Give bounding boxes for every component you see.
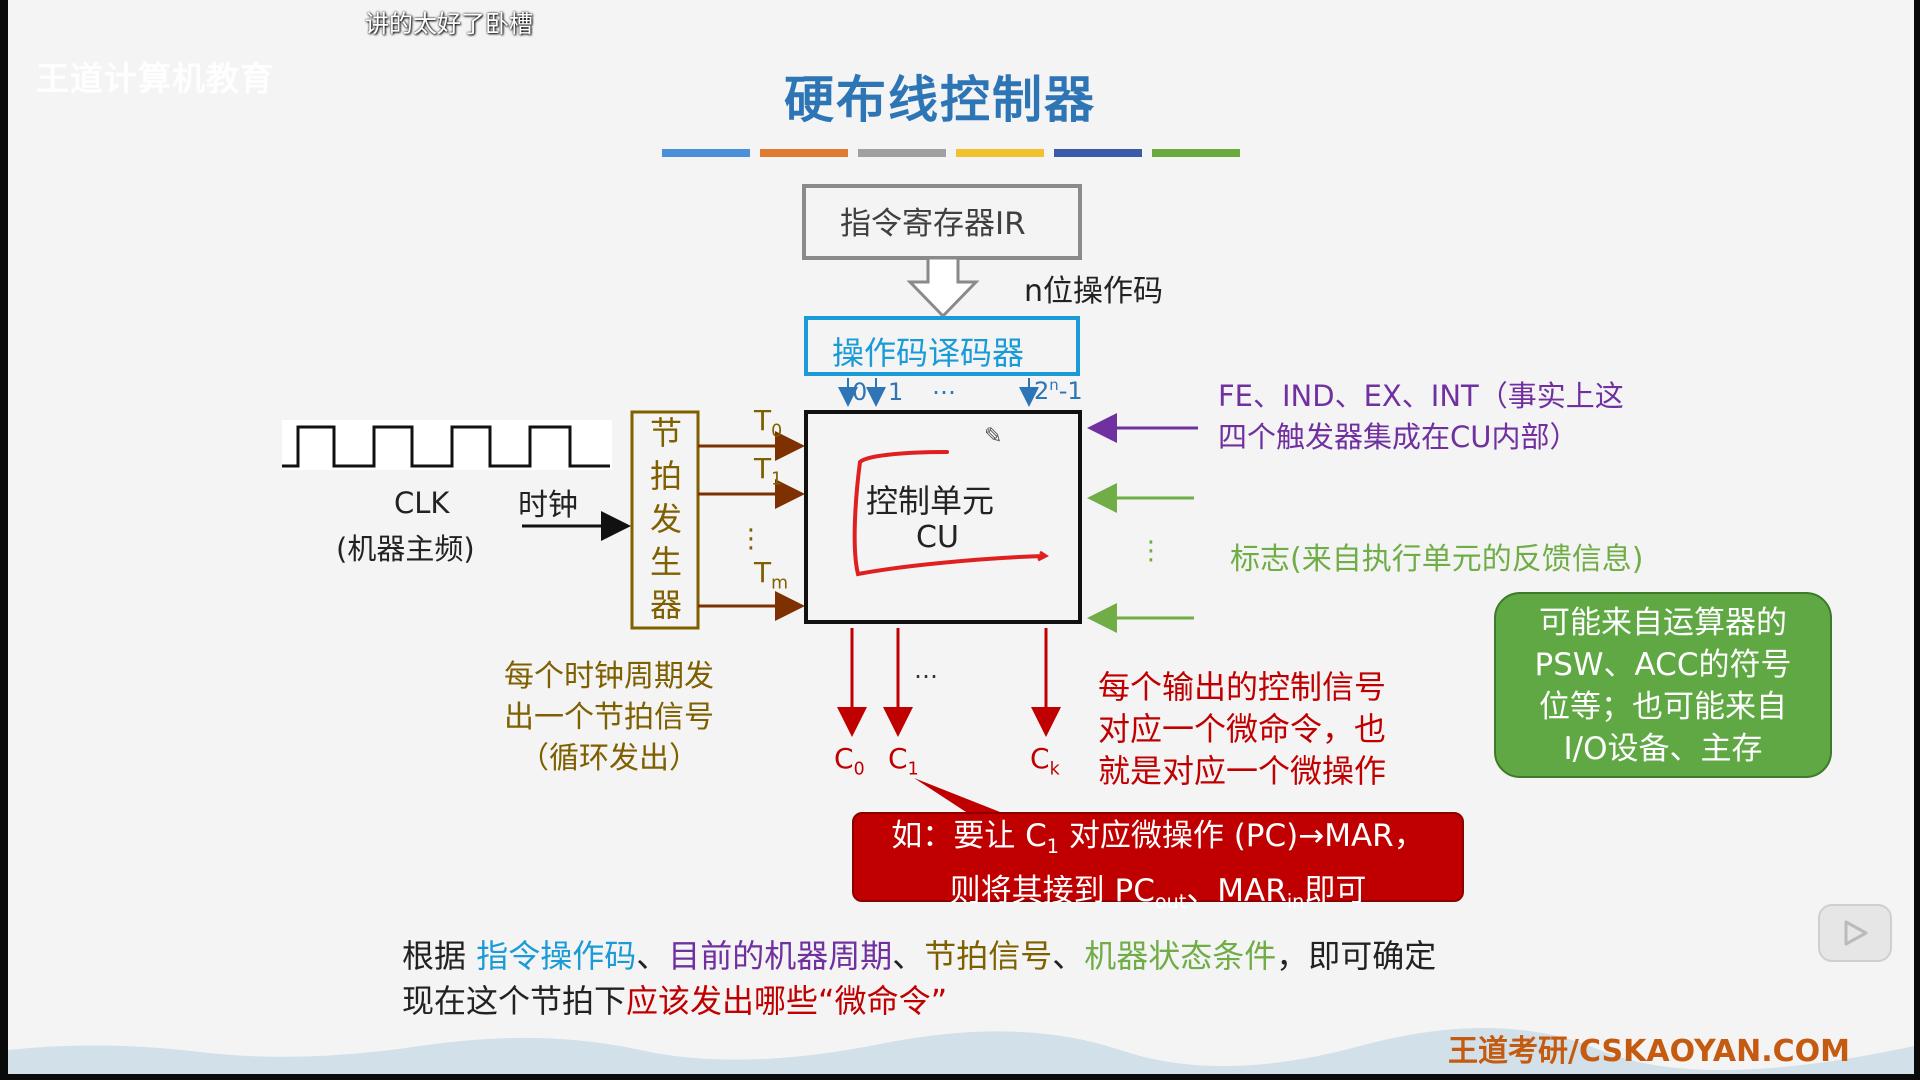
flags-description: 标志(来自执行单元的反馈信息) xyxy=(1230,542,1644,577)
ir-label: 指令寄存器IR xyxy=(840,206,1026,242)
clock-label: 时钟 xyxy=(518,488,578,523)
output-c1: C1 xyxy=(888,742,919,780)
title-bar-segment xyxy=(1152,149,1240,157)
decoder-label: 操作码译码器 xyxy=(832,334,1025,372)
play-button[interactable] xyxy=(1818,904,1892,962)
t1-label: T1 xyxy=(754,452,783,490)
clk-label: CLK xyxy=(394,486,450,520)
title-bar-segment xyxy=(662,149,750,157)
tm-label: Tm xyxy=(754,556,789,594)
t-dots: ⋮ xyxy=(738,524,764,554)
beat-generator-label: 节 拍 发 生 器 xyxy=(649,414,682,624)
decoder-output-1: 1 xyxy=(888,378,904,406)
footer-brand: 王道考研/CSKAOYAN.COM xyxy=(1448,1034,1850,1069)
ir-to-decoder-arrow xyxy=(906,256,980,319)
title-bar-segment xyxy=(858,149,946,157)
handwritten-annotation xyxy=(852,450,1046,577)
decoder-output-last: 2n-1 xyxy=(1034,376,1083,405)
danmaku-comment: 讲的太好了卧槽 xyxy=(365,10,533,38)
page-title: 硬布线控制器 xyxy=(784,71,1096,129)
t0-label: T0 xyxy=(754,404,783,442)
output-c0: C0 xyxy=(834,742,865,780)
decoder-output-dots: … xyxy=(932,372,956,400)
watermark-logo: 王道计算机教育 xyxy=(36,59,274,98)
decoder-box xyxy=(804,316,1080,376)
example-bubble: 如：要让 C1 对应微操作 (PC)→MAR， 则将其接到 PCout、MARi… xyxy=(852,812,1464,913)
cu-box xyxy=(804,410,1082,624)
play-icon xyxy=(1844,920,1868,946)
summary-text: 根据 指令操作码、目前的机器周期、节拍信号、机器状态条件，即可确定 现在这个节拍… xyxy=(402,937,1437,1020)
flipflop-description: FE、IND、EX、INT（事实上这 四个触发器集成在CU内部） xyxy=(1218,379,1624,454)
cu-label-line2: CU xyxy=(916,520,959,555)
output-dots: … xyxy=(914,656,938,684)
cu-label-line1: 控制单元 xyxy=(866,482,995,520)
output-ck: Ck xyxy=(1030,742,1060,780)
pencil-icon[interactable]: ✎ xyxy=(984,424,1003,449)
beat-generator-box xyxy=(630,410,700,630)
opcode-label: n位操作码 xyxy=(1024,274,1164,309)
decoder-output-0: 0 xyxy=(852,378,868,406)
title-bar-segment xyxy=(760,149,848,157)
title-bar-segment xyxy=(956,149,1044,157)
clock-waveform xyxy=(282,425,610,468)
flags-dots: ⋮ xyxy=(1138,536,1164,566)
output-description: 每个输出的控制信号 对应一个微命令，也 就是对应一个微操作 xyxy=(1098,668,1387,790)
title-color-bar xyxy=(662,149,1240,157)
beat-description: 每个时钟周期发 出一个节拍信号 （循环发出） xyxy=(504,659,714,776)
clk-sub-label: (机器主频) xyxy=(336,532,475,566)
flags-source-bubble: 可能来自运算器的 PSW、ACC的符号 位等；也可能来自 I/O设备、主存 xyxy=(1494,592,1832,778)
title-bar-segment xyxy=(1054,149,1142,157)
